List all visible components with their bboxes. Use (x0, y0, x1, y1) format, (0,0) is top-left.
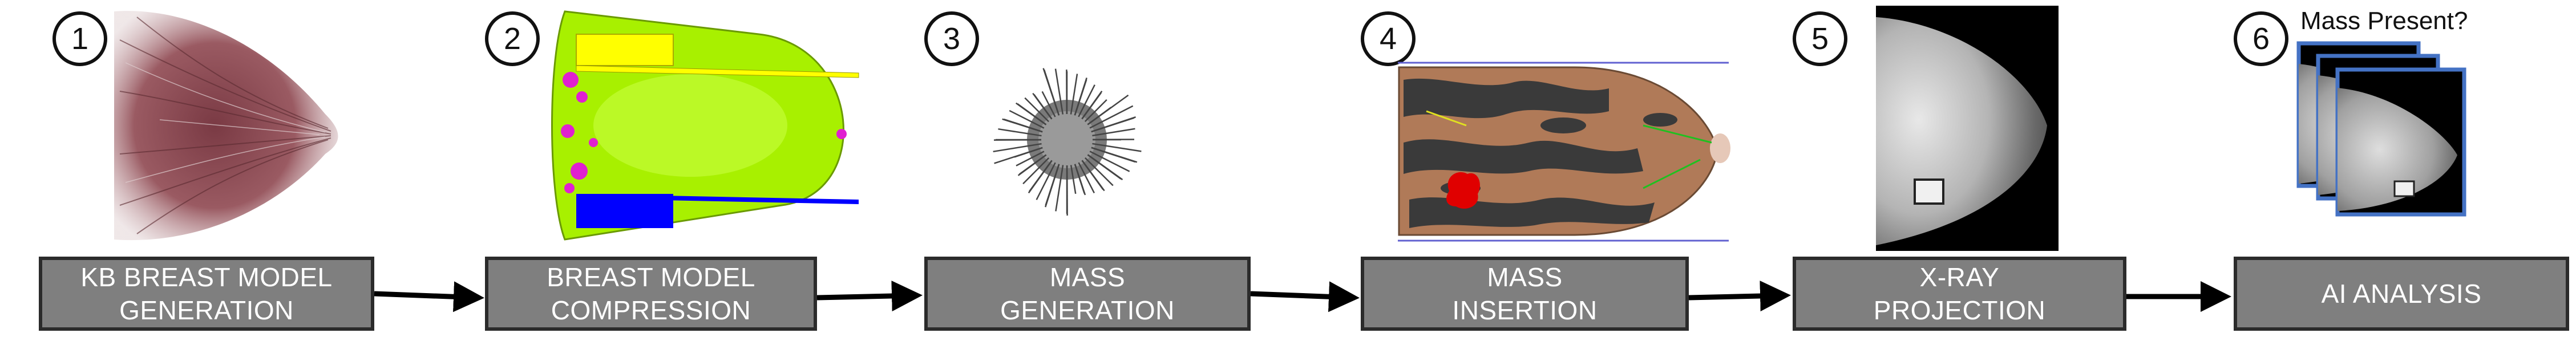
step-3-label-line2: GENERATION (1000, 295, 1175, 325)
step-6-number-badge: 6 (2234, 11, 2288, 66)
step-3-label-line1: MASS (1049, 262, 1126, 292)
step-3-number-badge: 3 (924, 11, 979, 66)
mammogram-projection-icon (1876, 6, 2059, 251)
step-1-number: 1 (71, 22, 89, 56)
arrow-2-to-3 (816, 281, 923, 312)
mass-inserted-phantom-icon (1398, 62, 1730, 242)
step-4-box: MASS INSERTION (1361, 257, 1689, 331)
compressed-breast-model-icon (551, 10, 859, 241)
step-1-number-badge: 1 (52, 11, 107, 66)
step-2-box: BREAST MODEL COMPRESSION (485, 257, 817, 331)
step-6-box: AI ANALYSIS (2234, 257, 2569, 331)
step-3-box: MASS GENERATION (924, 257, 1251, 331)
step-4-label-line2: INSERTION (1452, 295, 1598, 325)
step-5-number-badge: 5 (1793, 11, 1847, 66)
step-1-label-line2: GENERATION (119, 295, 294, 325)
step-3-number: 3 (943, 22, 961, 56)
stacked-mammograms-icon (2296, 41, 2466, 217)
step-5-label-line1: X-RAY (1919, 262, 2000, 292)
step-4-label-line1: MASS (1487, 262, 1563, 292)
step-6-label-line1: AI ANALYSIS (2321, 279, 2482, 309)
step-5-number: 5 (1811, 22, 1829, 56)
step-6-caption: Mass Present? (2300, 7, 2468, 35)
step-2-label-line1: BREAST MODEL (547, 262, 755, 292)
step-5-box: X-RAY PROJECTION (1793, 257, 2126, 331)
step-1-label-line1: KB BREAST MODEL (80, 262, 333, 292)
arrow-1-to-2 (374, 281, 484, 313)
arrow-4-to-5 (1688, 281, 1791, 312)
step-5-label-line2: PROJECTION (1873, 295, 2046, 325)
step-4-number-badge: 4 (1361, 11, 1416, 66)
step-2-number: 2 (503, 22, 521, 56)
arrow-3-to-4 (1250, 281, 1360, 313)
step-1-box: KB BREAST MODEL GENERATION (39, 257, 374, 331)
step-6-number: 6 (2252, 22, 2270, 56)
spiculated-mass-icon (993, 68, 1142, 216)
step-4-number: 4 (1379, 22, 1397, 56)
step-2-label-line2: COMPRESSION (551, 295, 751, 325)
breast-tissue-model-icon (114, 11, 338, 241)
step-2-number-badge: 2 (485, 11, 540, 66)
